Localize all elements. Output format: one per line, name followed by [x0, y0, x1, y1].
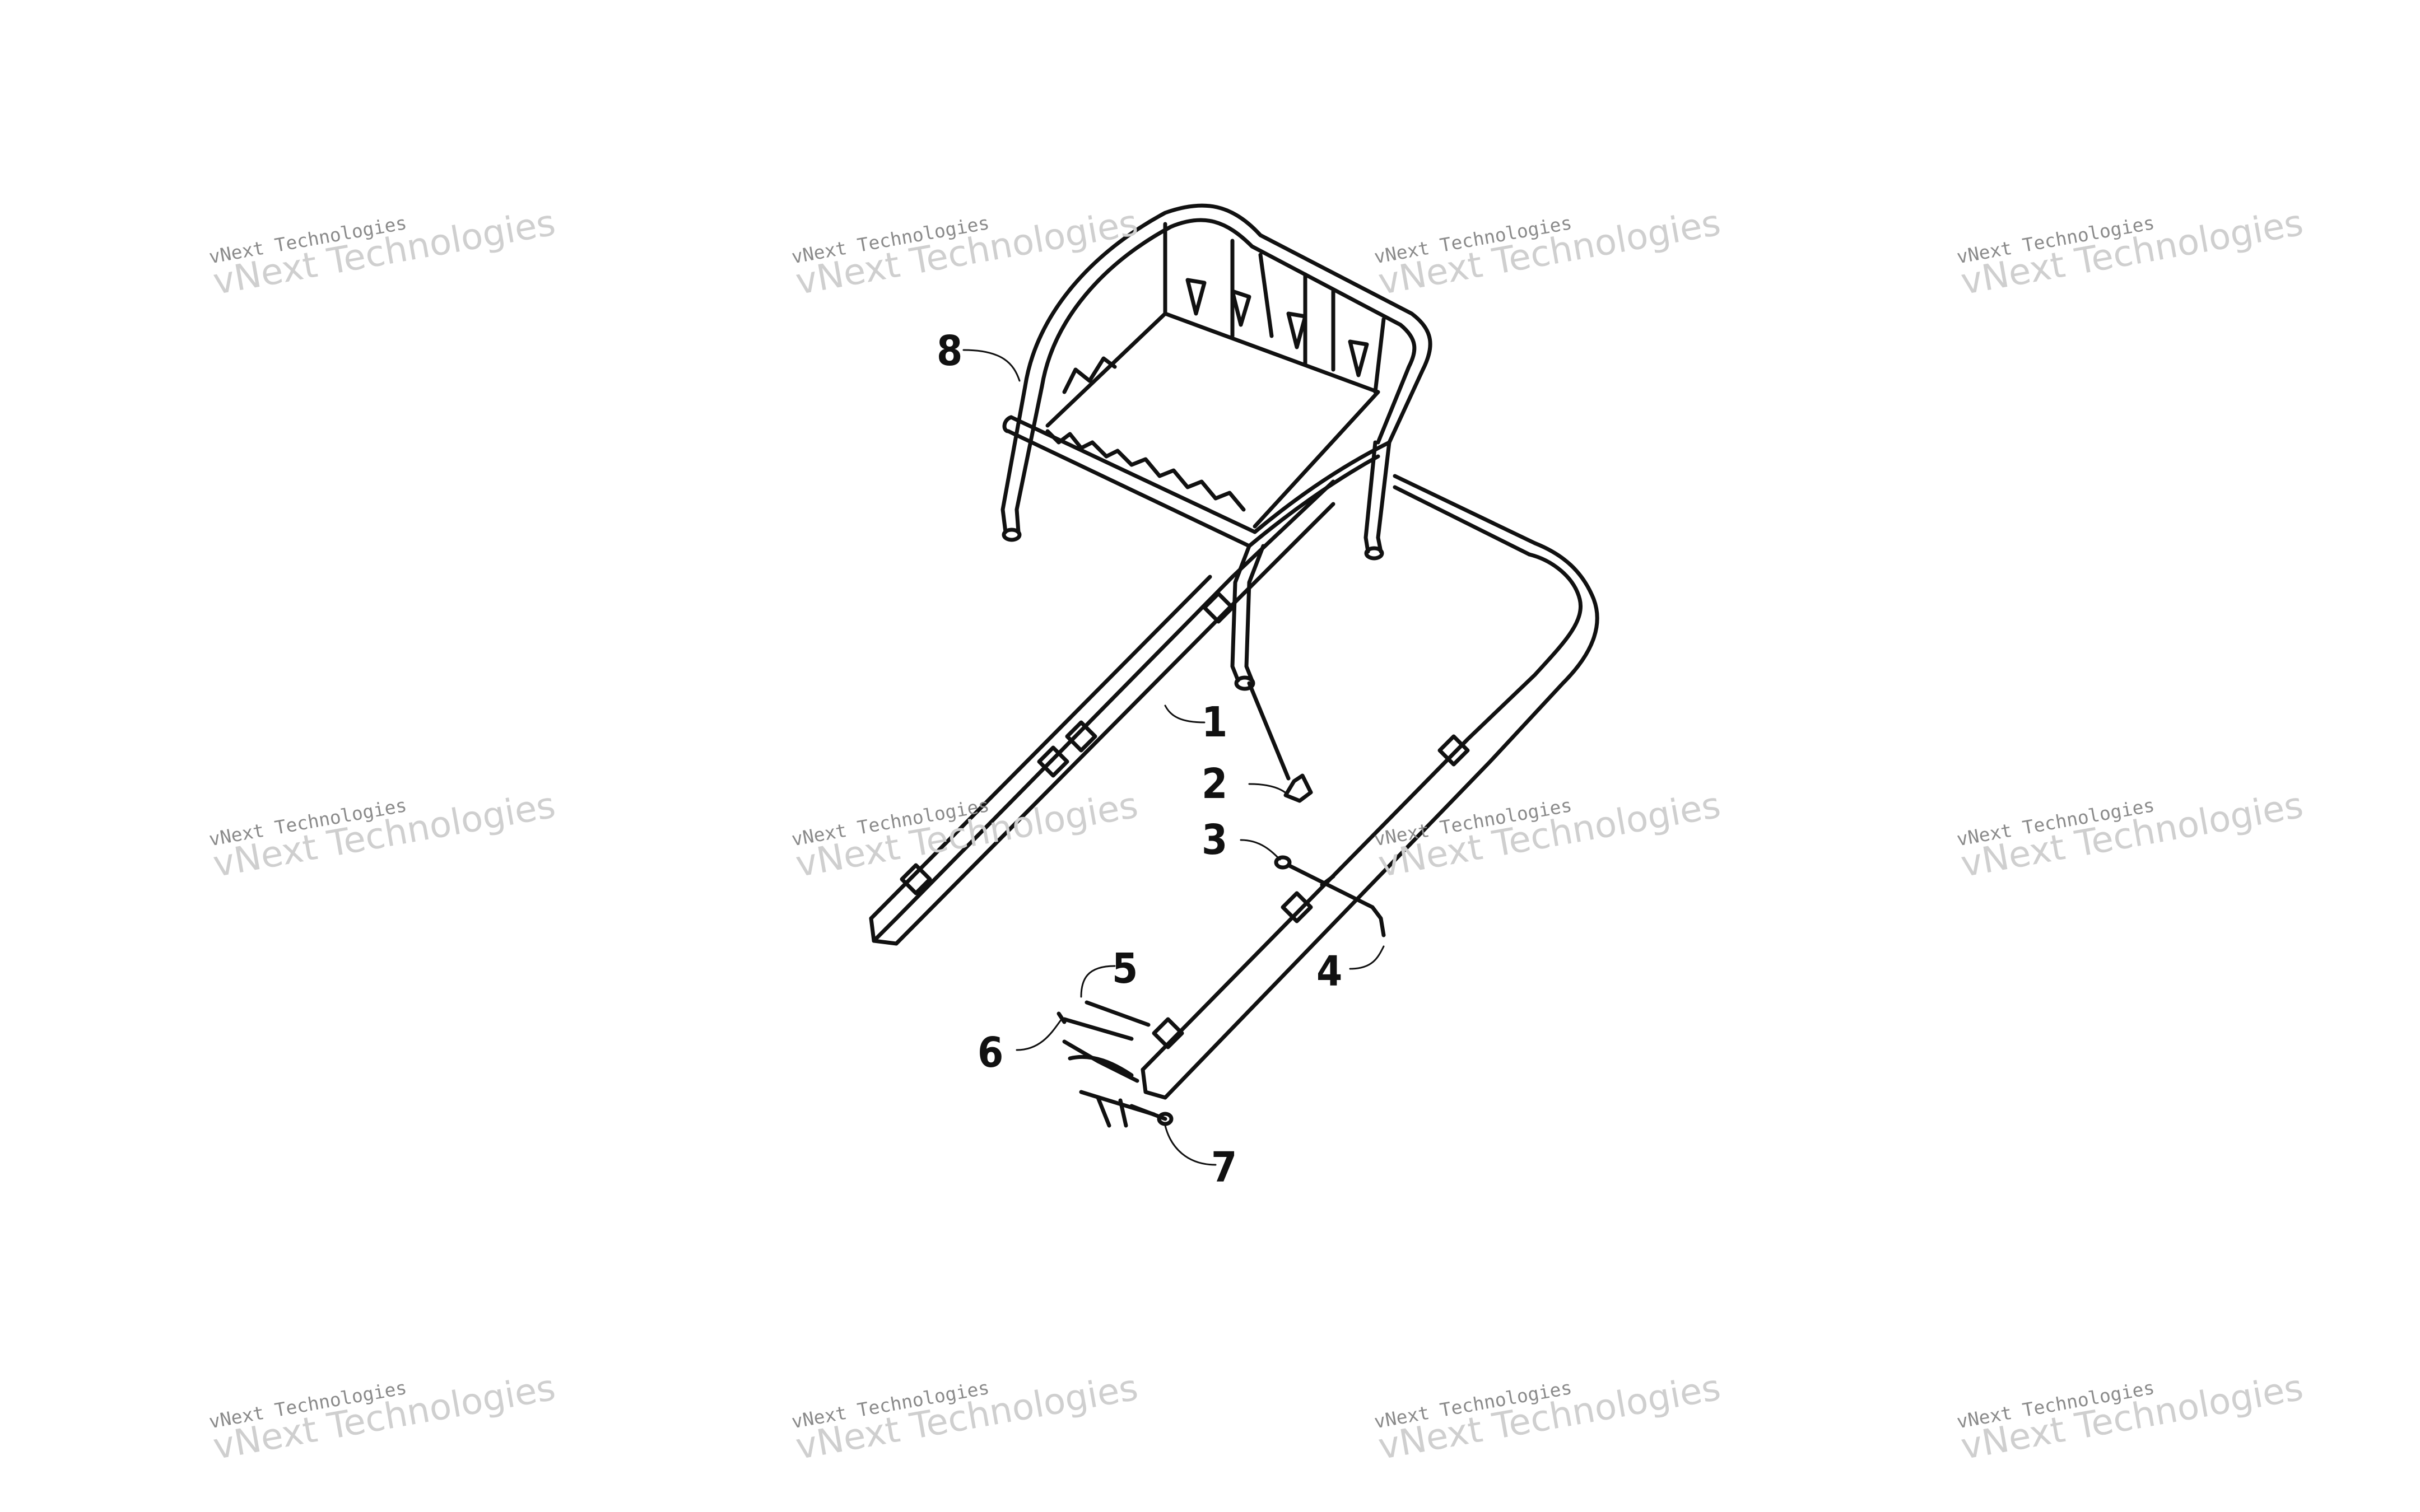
- rack: [1000, 203, 1432, 691]
- callout-2: 2: [1202, 760, 1227, 808]
- hardware: [1057, 681, 1386, 1128]
- callout-5: 5: [1112, 945, 1138, 993]
- callout-7: 7: [1211, 1144, 1237, 1192]
- callout-1: 1: [1202, 698, 1227, 746]
- leaders: [962, 349, 1385, 1166]
- nut-7: [1157, 1112, 1174, 1126]
- callout-3: 3: [1202, 816, 1227, 864]
- callout-6: 6: [978, 1029, 1003, 1077]
- washer-3: [1274, 855, 1292, 870]
- frame-rails: [869, 474, 1599, 1100]
- callout-8: 8: [937, 327, 962, 375]
- callout-4: 4: [1316, 948, 1342, 996]
